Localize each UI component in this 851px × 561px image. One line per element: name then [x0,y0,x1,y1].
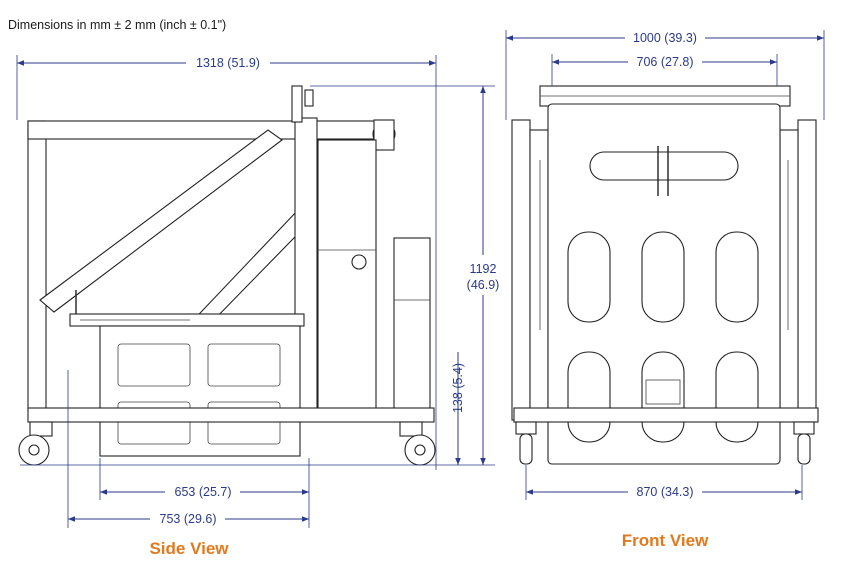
side-view-drawing [18,85,436,466]
dimensions-note: Dimensions in mm ± 2 mm (inch ± 0.1") [8,18,226,32]
front-view-title: Front View [622,531,709,550]
wheel-span-label: 870 (34.3) [637,485,694,499]
height-inch-label: (46.9) [467,278,500,292]
overall-length-label: 1318 (51.9) [196,56,260,70]
base-inner-label: 653 (25.7) [175,485,232,499]
height-value-label: 1192 [470,262,497,276]
clearance-label: 138 (5.4) [451,363,465,413]
overall-width-label: 1000 (39.3) [633,31,697,45]
base-outer-label: 753 (29.6) [160,512,217,526]
front-dimensions: 1000 (39.3) 706 (27.8) 870 (34.3) Front … [505,30,825,550]
side-view-title: Side View [149,539,229,558]
side-dimensions: 1318 (51.9) 1192 (46.9) 138 (5.4) 653 (2… [16,55,500,558]
top-width-label: 706 (27.8) [637,55,694,69]
front-view-drawing [511,85,819,465]
